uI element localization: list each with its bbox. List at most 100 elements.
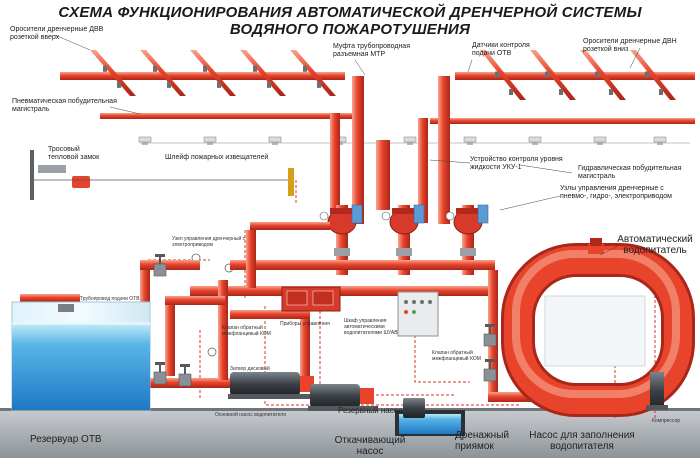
sprinkler-branch: [630, 50, 676, 100]
control-unit: [381, 204, 425, 275]
sprinkler-branch: [190, 50, 236, 96]
pump-motor-icon: [308, 384, 378, 411]
sprinkler-head-icon: [659, 89, 663, 95]
leader-lines: [54, 34, 641, 256]
alarm-valve-line: [250, 222, 330, 230]
pump-suction-line: [150, 378, 245, 388]
compressor: [646, 372, 668, 410]
smoke-detector-icon: [463, 136, 477, 145]
drain-pit: [395, 398, 465, 436]
riser-right: [438, 76, 450, 224]
pump-discharge: [300, 310, 310, 390]
label-check-valve-left: Клапан обратный межфланцевый КОМ: [222, 325, 271, 337]
smoke-detector-icon: [138, 136, 152, 145]
floor: [0, 410, 700, 458]
label-control-units: Узлы управления дренчерные с пневмо-, ги…: [560, 185, 672, 200]
sprinkler-head-icon: [645, 71, 649, 78]
auto-feeder-torus: [501, 238, 695, 417]
smoke-detector-icon: [203, 136, 217, 145]
manifold-upper: [230, 260, 495, 270]
label-sprinklers-top-right: Оросители дренчерные ДВН розеткой вниз: [583, 38, 677, 53]
sprinkler-head-icon: [509, 89, 513, 95]
hydraulic-line-pipe: [430, 118, 695, 124]
label-alarm-unit: Узел управления дренчерный с электроприв…: [172, 236, 246, 248]
label-flow-sensor: Датчики контроля подачи ОТВ: [472, 42, 530, 57]
page-subtitle: ВОДЯНОГО ПОЖАРОТУШЕНИЯ: [229, 21, 471, 38]
sprinkler-head-icon: [203, 65, 207, 72]
manifold-drop: [488, 270, 498, 395]
label-control-panel: Шкаф управления автоматическими водопита…: [344, 318, 398, 336]
sprinkler-grid-left: [60, 50, 345, 96]
smoke-detector-icon: [403, 136, 417, 145]
label-sprinklers-top-left: Оросители дренчерные ДВВ розеткой вверх: [10, 26, 104, 41]
sprinkler-branch: [290, 50, 336, 96]
gate-valve-icon: [153, 254, 167, 277]
label-reservoir: Резервуар ОТВ: [30, 434, 102, 445]
sprinkler-head-icon: [545, 71, 549, 78]
pressure-gauge-icon: [207, 347, 217, 357]
device-panel: [281, 286, 341, 312]
pneumatic-line-pipe: [100, 113, 355, 119]
loop-pipe: [165, 296, 175, 376]
sprinkler-branch: [90, 50, 136, 96]
valve-riser: [246, 230, 256, 288]
sprinkler-head-icon: [267, 81, 271, 88]
smoke-detector-icon: [528, 136, 542, 145]
page-title: СХЕМА ФУНКЦИОНИРОВАНИЯ АВТОМАТИЧЕСКОЙ ДР…: [58, 4, 642, 21]
control-cabinet: [397, 291, 439, 337]
reservoir-pipe-top: [140, 260, 200, 270]
gate-valve-icon: [178, 364, 192, 387]
label-drain-pit: Дренажный приямок: [455, 430, 509, 452]
pressure-gauge-icon: [445, 211, 455, 221]
label-inlet-pipe: Трубопровод подачи ОТВ: [80, 296, 140, 302]
sprinkler-grid-right: [455, 50, 695, 100]
reservoir-tank: [11, 301, 151, 411]
riser-right-inner: [418, 118, 428, 223]
pump-riser: [218, 280, 228, 380]
sprinkler-head-icon: [253, 65, 257, 72]
loop-pipe-top: [165, 296, 225, 305]
sprinkler-head-icon: [317, 81, 321, 88]
sprinkler-branch: [530, 50, 576, 100]
pump-discharge-h: [230, 310, 310, 319]
label-check-valve-right: Клапан обратный межфланцевый КОМ: [432, 350, 481, 362]
sprinkler-branch: [580, 50, 626, 100]
control-unit: [445, 204, 489, 275]
smoke-detector-icon: [593, 136, 607, 145]
sprinkler-head-icon: [103, 65, 107, 72]
sprinkler-head-icon: [495, 71, 499, 78]
riser-left: [352, 76, 364, 224]
sprinkler-head-icon: [303, 65, 307, 72]
riser-center: [376, 140, 390, 210]
detector-loop: [138, 136, 667, 145]
label-main-pump: Основной насос водопитателя: [215, 412, 286, 418]
sprinkler-head-icon: [153, 65, 157, 72]
label-drain-pump: Откачивающий насос: [334, 435, 406, 457]
gate-valve-icon: [153, 362, 167, 385]
riser-left-inner: [330, 113, 340, 213]
label-device-panel: Приборы управления: [280, 321, 330, 327]
label-compressor: Компрессор: [652, 418, 681, 424]
smoke-detector-icon: [268, 136, 282, 145]
sprinkler-branch: [240, 50, 286, 96]
gate-valve-icon: [483, 324, 497, 347]
label-reserve-pump: Резервный насос: [338, 406, 403, 415]
smoke-detector-icon: [653, 136, 667, 145]
sprinkler-branch: [480, 50, 526, 100]
label-gate-valve: Затвор дисковый: [230, 366, 270, 372]
sprinkler-head-icon: [595, 71, 599, 78]
sprinkler-head-icon: [217, 81, 221, 88]
label-hydraulic-line: Гидравлическая побудительная магистраль: [578, 165, 682, 180]
pump-motor-icon: [228, 372, 318, 399]
label-level-control: Устройство контроля уровня жидкости УКУ-…: [470, 156, 563, 171]
label-cable-lock: Тросовый тепловой замок: [48, 146, 100, 161]
pressure-gauge-icon: [319, 211, 329, 221]
control-units: [191, 204, 489, 357]
sprinkler-head-icon: [609, 89, 613, 95]
gate-valve-icon: [483, 359, 497, 382]
manifold-lower: [190, 286, 495, 296]
suction-header: [20, 294, 80, 302]
sprinkler-head-icon: [559, 89, 563, 95]
label-detector-loop: Шлейф пожарных извещателей: [165, 154, 269, 161]
